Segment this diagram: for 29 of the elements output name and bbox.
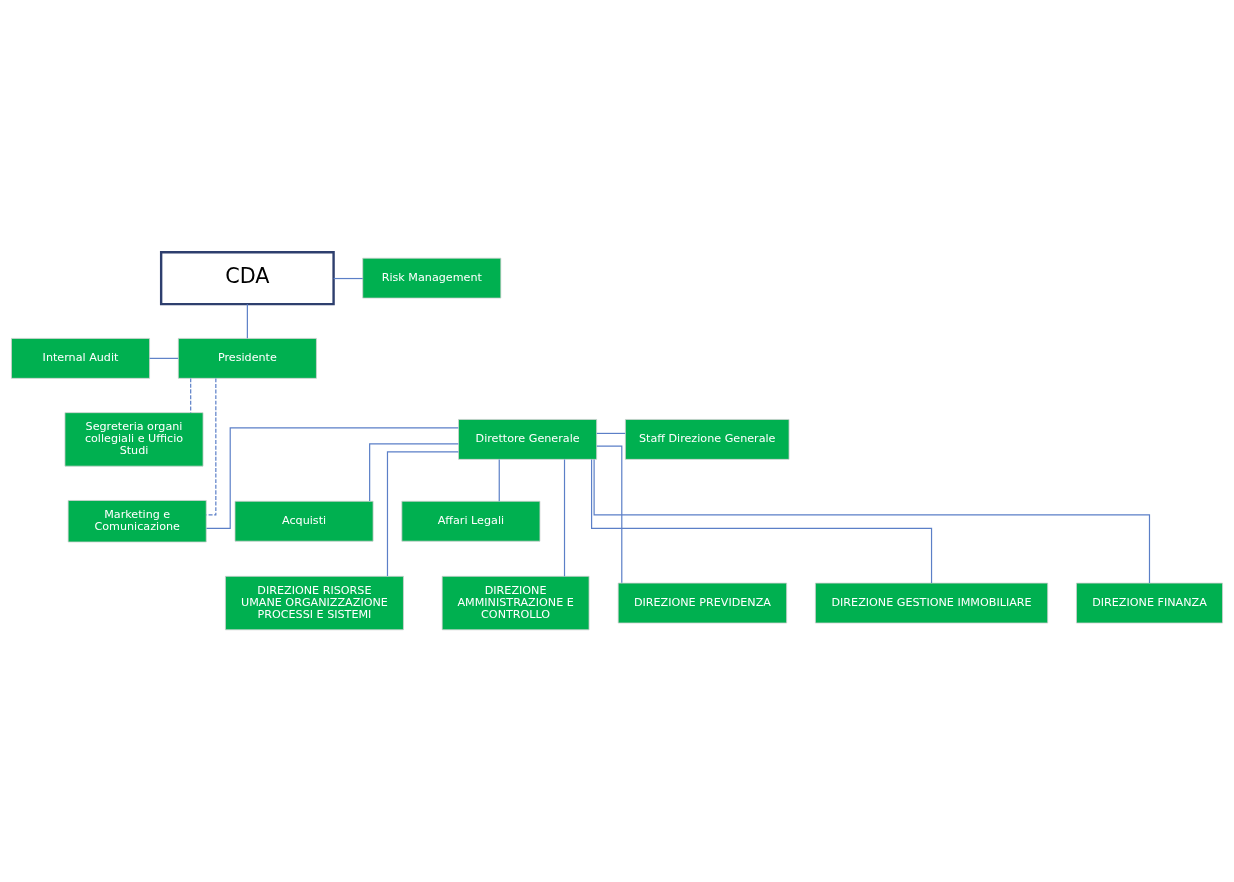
node-box: DIREZIONE AMMINISTRAZIONE E CONTROLLO [441,575,590,631]
connector [369,443,459,502]
node-box: Segreteria organi collegiali e Ufficio Studi [64,412,204,467]
connector [591,458,933,584]
node-box: DIREZIONE FINANZA [1076,582,1223,624]
node-box: Acquisti [234,500,374,542]
node-box: Presidente [177,338,317,379]
connector [596,432,626,435]
connector [563,458,566,577]
node-box: Internal Audit [11,338,150,379]
node-box: CDA [159,251,335,306]
connector [190,377,192,414]
connector [246,303,248,339]
node-box: Direttore Generale [458,419,598,460]
node-box: DIREZIONE RISORSE UMANE ORGANIZZAZIONE PROCESSI E SISTEMI [225,575,404,631]
connector [596,445,623,584]
connector [205,427,459,529]
connector [386,451,459,577]
node-box: DIREZIONE GESTIONE IMMOBILIARE [815,582,1049,624]
connector [333,277,364,280]
connector [149,357,179,359]
connector [205,377,217,516]
node-box: Staff Direzione Generale [625,419,790,460]
connector [498,458,500,502]
node-box: Marketing e Comunicazione [67,500,207,543]
connector [593,459,1151,584]
node-box: Risk Management [362,257,502,299]
node-box: Affari Legali [401,500,541,542]
node-box: DIREZIONE PREVIDENZA [617,582,788,624]
